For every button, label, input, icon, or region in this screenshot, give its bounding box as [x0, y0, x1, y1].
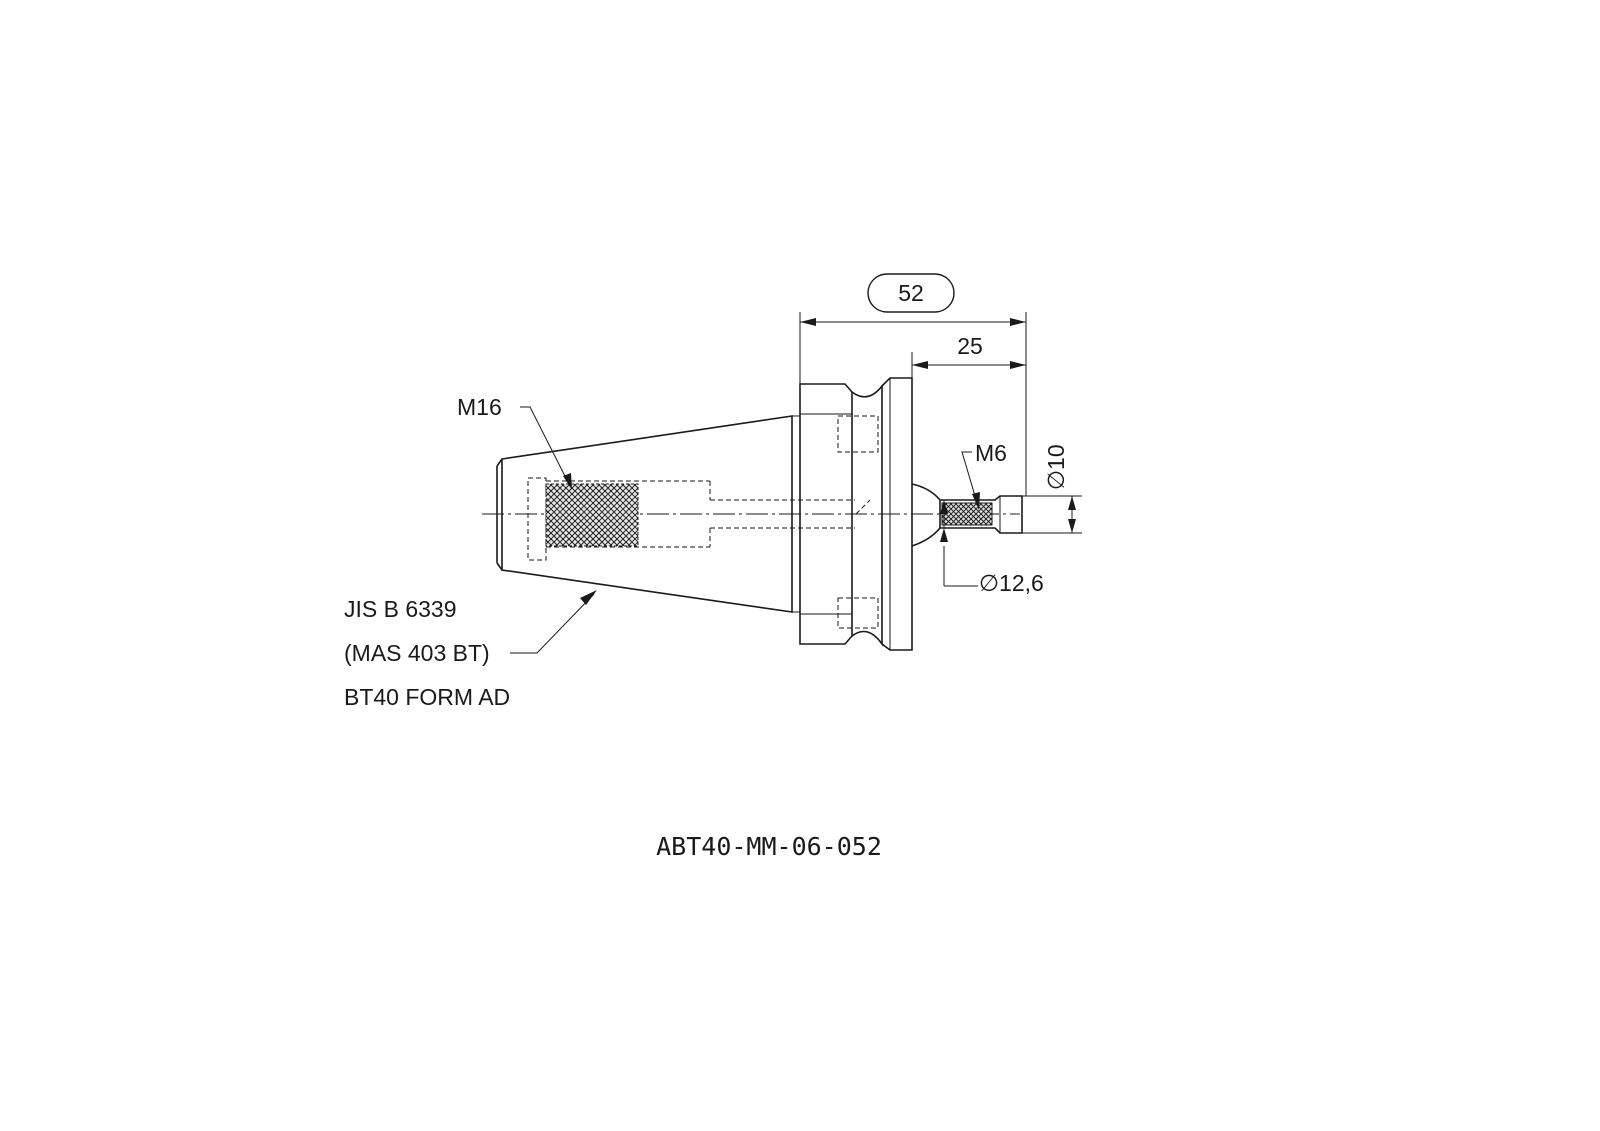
standard-note-line1: JIS B 6339: [344, 596, 457, 622]
taper-shank: [496, 415, 800, 613]
dimension-25-label: 25: [957, 333, 983, 359]
standard-note-line3: BT40 FORM AD: [344, 684, 510, 710]
m16-thread-hatch: [545, 483, 639, 547]
dimension-52: 52: [799, 273, 1027, 496]
internal-bore-hidden: [527, 477, 855, 561]
dimension-diameter-10: ∅10: [1022, 444, 1082, 534]
standard-note-line2: (MAS 403 BT): [344, 640, 490, 666]
dimension-25: 25: [911, 333, 1026, 378]
m6-label: M6: [975, 440, 1007, 466]
m6-thread-hatch: [941, 502, 993, 526]
m16-label: M16: [457, 394, 502, 420]
dimension-diameter-10-label: ∅10: [1043, 444, 1069, 490]
dimension-52-label: 52: [898, 280, 924, 306]
dimension-diameter-12-6: ∅12,6: [940, 500, 1044, 596]
flange: [799, 377, 913, 651]
m16-leader: M16: [457, 394, 572, 490]
standard-note: JIS B 6339 (MAS 403 BT) BT40 FORM AD: [344, 596, 510, 710]
standard-note-leader: [510, 590, 597, 654]
dimension-diameter-12-6-label: ∅12,6: [979, 570, 1044, 596]
part-number: ABT40-MM-06-052: [656, 832, 882, 861]
m6-leader: M6: [961, 440, 1007, 510]
dimension-52-frame: [867, 273, 955, 313]
